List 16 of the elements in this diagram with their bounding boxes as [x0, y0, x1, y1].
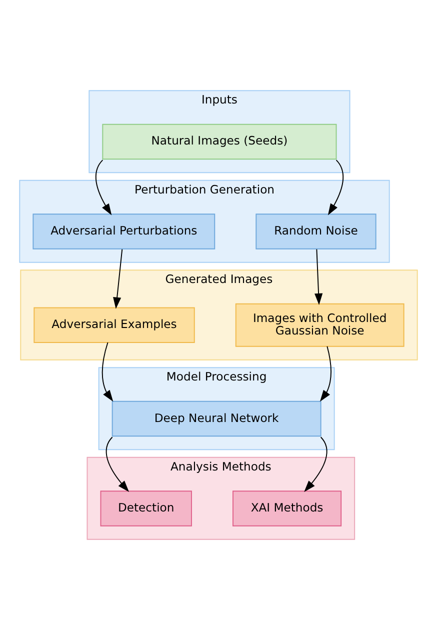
arrow — [304, 436, 328, 492]
node-box: Random Noise — [256, 213, 376, 249]
arrow — [106, 436, 130, 492]
node-box: Deep Neural Network — [112, 400, 322, 436]
arrow — [96, 159, 112, 215]
arrow — [314, 248, 323, 305]
arrow — [113, 248, 123, 308]
arrow — [102, 342, 114, 402]
arrow — [320, 345, 332, 402]
node-box: Images with Controlled Gaussian Noise — [235, 302, 404, 346]
node-box: Adversarial Perturbations — [32, 213, 216, 249]
node-box: Detection — [100, 490, 192, 526]
node-box: Natural Images (Seeds) — [102, 123, 337, 160]
arrow — [328, 159, 344, 215]
node-box: Adversarial Examples — [34, 306, 195, 342]
node-box: XAI Methods — [232, 490, 342, 526]
